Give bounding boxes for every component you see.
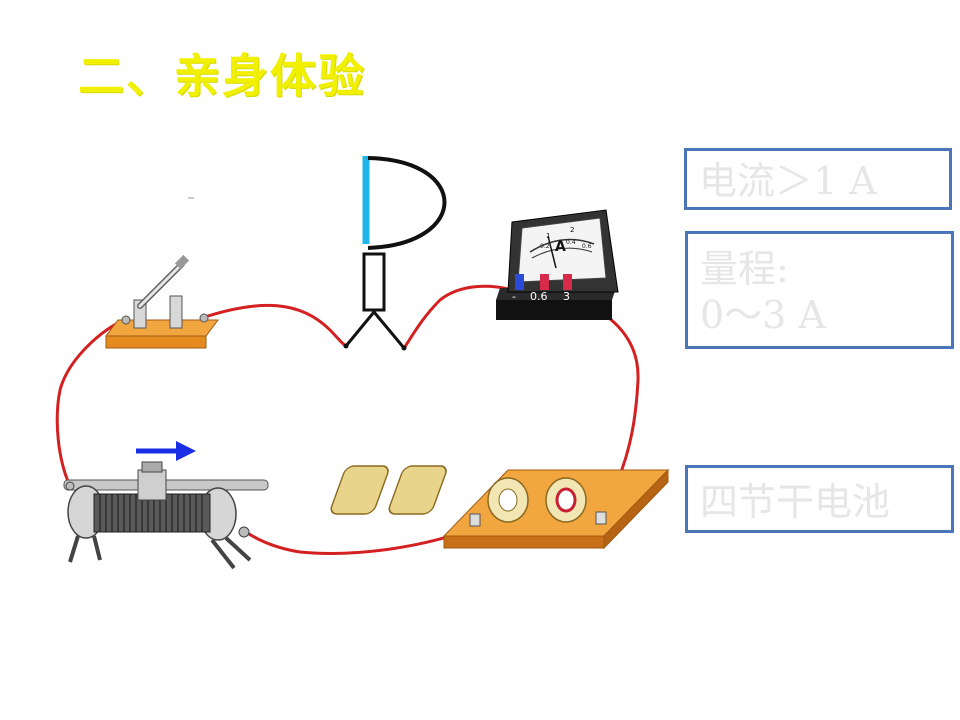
wire-switch-to-conductor: [206, 303, 348, 348]
ammeter-unit: A: [555, 239, 566, 255]
battery-holder-icon: [330, 465, 670, 550]
range-label-line1: 量程:: [700, 247, 789, 291]
ammeter-icon: A 1 2 0.2 0.4 0.6 - 0.6 3: [496, 209, 619, 320]
battery-cell-1: [330, 465, 529, 523]
ammeter-scale-1: 1: [546, 232, 550, 240]
range-label-line2: 0～3 A: [700, 293, 826, 337]
battery-label-box: 四节干电池: [685, 465, 954, 533]
wire-rheostat-to-switch: [55, 316, 130, 488]
slide-title: 二、亲身体验: [78, 49, 366, 103]
rheostat-icon: [63, 461, 269, 570]
ammeter-scale-02: 0.2: [540, 243, 550, 250]
ammeter-terminal-3: 3: [563, 290, 570, 303]
battery-cell-2: [388, 465, 587, 523]
ammeter-scale-2: 2: [570, 226, 574, 234]
current-label: 电流＞1 A: [699, 159, 877, 203]
test-conductor-icon: [343, 156, 447, 351]
ammeter-scale-06: 0.6: [582, 243, 592, 250]
current-label-box: 电流＞1 A: [684, 148, 952, 210]
wire-conductor-to-ammeter: [402, 284, 514, 350]
ammeter-terminal-06: 0.6: [530, 290, 548, 303]
ammeter-terminal-neg: -: [512, 290, 516, 303]
slider-direction-arrow-icon: [136, 441, 196, 461]
wire-battery-to-rheostat: [244, 526, 476, 555]
switch-icon: [105, 254, 219, 349]
ammeter-scale-04: 0.4: [566, 239, 576, 246]
battery-label: 四节干电池: [700, 480, 891, 524]
range-label-box: 量程: 0～3 A: [685, 231, 954, 349]
